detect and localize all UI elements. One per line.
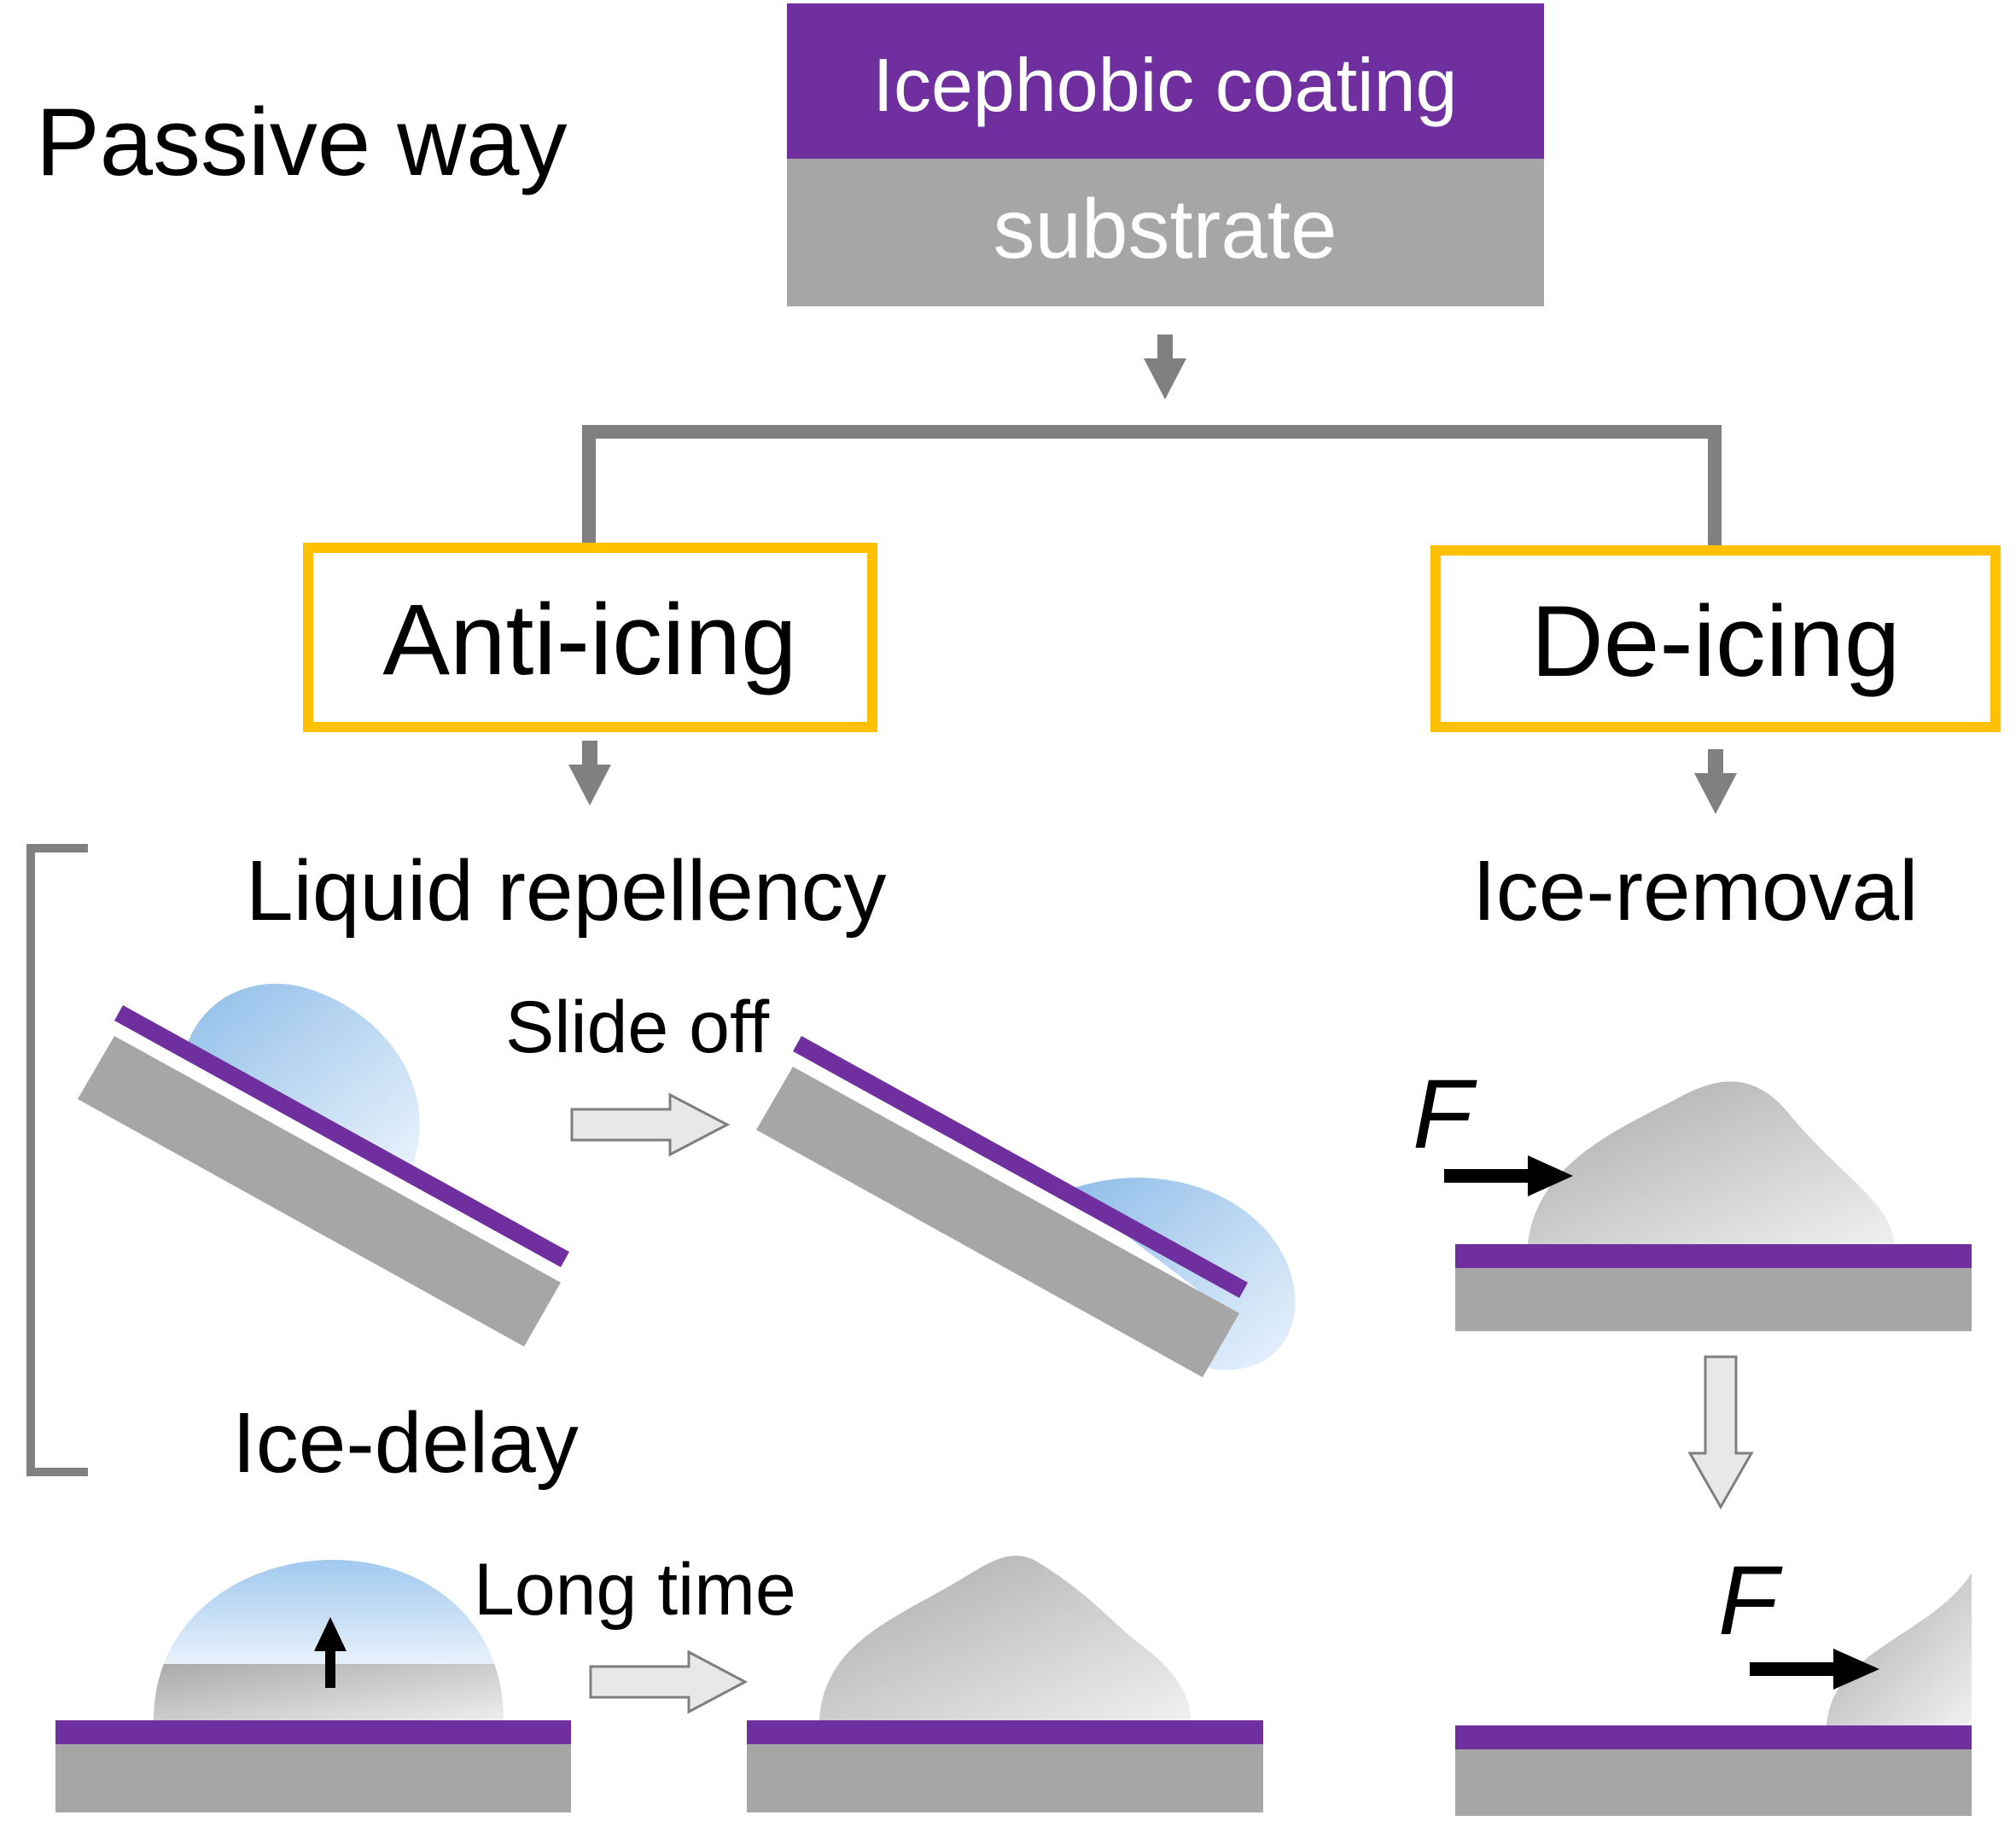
de-icing-box <box>1430 545 2001 732</box>
right-arrow-icon <box>570 1092 731 1157</box>
substrate-label: substrate <box>993 182 1337 276</box>
coating-label: Icephobic coating <box>873 43 1458 127</box>
left-bracket <box>26 844 88 1476</box>
ice-delay-label: Ice-delay <box>232 1395 579 1491</box>
slide-off-label: Slide off <box>505 986 770 1068</box>
coating-layer <box>787 3 1544 159</box>
tilted-plate-sliding-droplet <box>756 1036 1296 1377</box>
long-time-label: Long time <box>474 1549 796 1631</box>
ice-removal-label: Ice-removal <box>1472 843 1918 939</box>
force-label-bottom: F <box>1718 1546 1783 1655</box>
down-arrow-icon <box>1144 335 1186 399</box>
ice-on-plate <box>1455 1081 1972 1331</box>
frozen-ice-on-plate <box>747 1556 1263 1812</box>
force-arrow-icon <box>1444 1155 1573 1196</box>
de-icing-label: De-icing <box>1531 585 1901 698</box>
freezing-front-arrow-icon <box>314 1617 347 1688</box>
ice-removed-from-plate <box>1455 1573 1972 1816</box>
force-label-top: F <box>1413 1060 1477 1169</box>
anti-icing-label: Anti-icing <box>382 584 796 696</box>
vertical-arrow-icon <box>1687 1355 1754 1510</box>
tilted-plate-with-droplet <box>78 983 569 1347</box>
substrate-layer <box>787 159 1544 306</box>
force-arrow-icon <box>1750 1649 1879 1690</box>
down-arrow-icon <box>568 741 611 806</box>
liquid-repellency-label: Liquid repellency <box>246 843 887 939</box>
branch-connector <box>582 425 1722 550</box>
down-arrow-icon <box>1694 749 1737 814</box>
passive-way-title: Passive way <box>36 89 567 195</box>
anti-icing-box <box>303 543 877 732</box>
right-arrow-icon <box>589 1649 749 1714</box>
